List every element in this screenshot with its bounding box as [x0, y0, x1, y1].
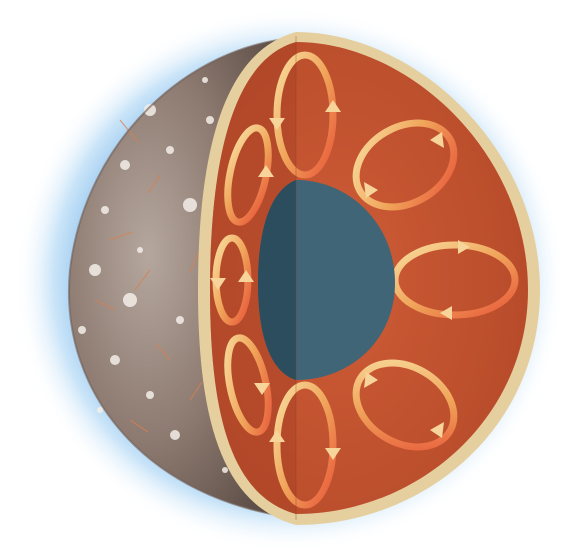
- planet-cutaway-diagram: [0, 0, 564, 548]
- planet-illustration: [0, 0, 564, 548]
